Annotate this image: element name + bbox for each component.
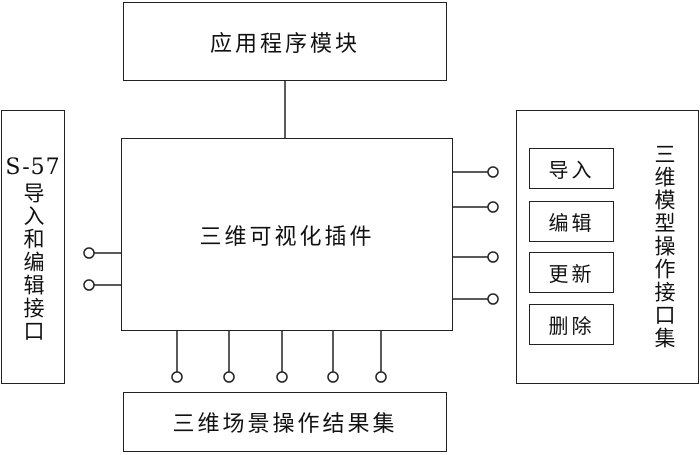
model-interface-label-wrap: 三维模型操作接口集 — [649, 143, 679, 354]
update-button-label: 更新 — [548, 262, 595, 286]
bottom-port-circle — [327, 371, 339, 383]
right-port-circle — [487, 293, 499, 305]
right-port-circle — [487, 166, 499, 178]
delete-button[interactable]: 删除 — [529, 304, 614, 345]
import-button[interactable]: 导入 — [529, 148, 614, 189]
s57-interface-box: S-57 导入和编辑接口 — [1, 110, 65, 384]
plugin-label: 三维可视化插件 — [199, 224, 375, 250]
right-port-circle — [487, 201, 499, 213]
result-set-label: 三维场景操作结果集 — [172, 412, 398, 437]
bottom-port-circle — [223, 371, 235, 383]
s57-interface-label: 导入和编辑接口 — [21, 182, 45, 343]
bottom-port-circle — [375, 371, 387, 383]
result-set-box: 三维场景操作结果集 — [123, 392, 447, 452]
edit-button-label: 编辑 — [548, 211, 595, 235]
update-button[interactable]: 更新 — [529, 252, 614, 293]
model-interface-box: 导入 编辑 更新 删除 三维模型操作接口集 — [516, 110, 699, 384]
delete-button-label: 删除 — [548, 314, 595, 338]
left-port-circle — [83, 247, 95, 259]
left-port-circle — [83, 279, 95, 291]
edit-button[interactable]: 编辑 — [529, 201, 614, 242]
import-button-label: 导入 — [548, 158, 595, 182]
plugin-box: 三维可视化插件 — [121, 138, 453, 331]
bottom-port-circle — [171, 371, 183, 383]
bottom-port-circle — [276, 371, 288, 383]
s57-code-label: S-57 — [5, 155, 61, 180]
model-interface-label: 三维模型操作接口集 — [652, 143, 676, 350]
right-port-circle — [487, 251, 499, 263]
app-module-label: 应用程序模块 — [209, 31, 360, 57]
app-module-box: 应用程序模块 — [123, 2, 447, 81]
